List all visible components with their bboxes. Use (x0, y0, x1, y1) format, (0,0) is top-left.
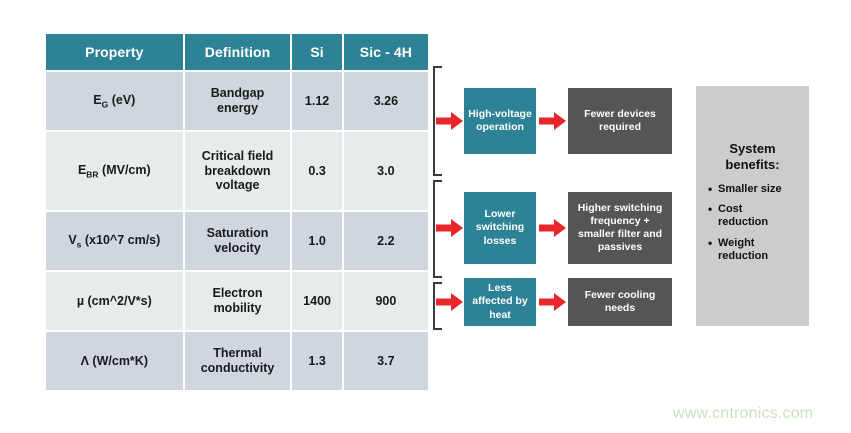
cell-si-value: 1.3 (292, 332, 342, 390)
cell-si-value: 1.0 (292, 212, 342, 270)
system-benefits-panel: System benefits: Smaller sizeCost reduct… (696, 86, 809, 326)
flow-box-label: Higher switching frequency + smaller fil… (577, 201, 663, 254)
right-arrow-icon (539, 218, 566, 238)
group-bracket-switching (433, 180, 442, 278)
flow-box-high-voltage-operation: High-voltage operation (464, 88, 536, 154)
benefit-list-item: Weight reduction (708, 236, 782, 264)
cell-definition: Saturation velocity (184, 212, 291, 270)
benefit-list-item: Cost reduction (708, 202, 782, 230)
watermark-text: www.cntronics.com (673, 405, 814, 422)
flow-box-higher-switching-frequency: Higher switching frequency + smaller fil… (568, 192, 672, 264)
group-bracket-thermal (433, 282, 442, 330)
flow-box-label: Fewer cooling needs (584, 288, 656, 314)
cell-si-value: 0.3 (292, 132, 342, 210)
right-arrow-icon (436, 111, 463, 131)
cell-sic-value: 3.7 (343, 332, 428, 390)
right-arrow-icon (539, 111, 566, 131)
cell-property: Λ (W/cm*K) (46, 332, 183, 390)
cell-definition: Electron mobility (184, 272, 291, 330)
cell-definition: Critical field breakdown voltage (184, 132, 291, 210)
flow-box-label: Less affected by heat (472, 282, 528, 321)
column-header-property: Property (46, 34, 183, 70)
cell-property: Vs (x10^7 cm/s) (46, 212, 183, 270)
table-header-row: Property Definition Si Sic - 4H (46, 34, 428, 70)
flow-box-lower-switching-losses: Lower switching losses (464, 192, 536, 264)
cell-property: EG (eV) (46, 72, 183, 130)
cell-definition: Bandgap energy (184, 72, 291, 130)
flow-box-label: Fewer devices required (584, 107, 656, 133)
cell-sic-value: 900 (343, 272, 428, 330)
column-header-si: Si (292, 34, 342, 70)
system-benefits-title: System benefits: (725, 141, 780, 172)
cell-definition: Thermal conductivity (184, 332, 291, 390)
flow-box-label: High-voltage operation (468, 107, 532, 133)
cell-sic-value: 3.0 (343, 132, 428, 210)
table-row: EBR (MV/cm)Critical field breakdown volt… (46, 132, 428, 210)
right-arrow-icon (436, 218, 463, 238)
flow-box-fewer-cooling-needs: Fewer cooling needs (568, 278, 672, 326)
column-header-sic-4h: Sic - 4H (343, 34, 428, 70)
benefit-list-item: Smaller size (708, 182, 782, 197)
cell-si-value: 1400 (292, 272, 342, 330)
property-comparison-table: Property Definition Si Sic - 4H EG (eV)B… (44, 32, 430, 392)
flow-box-fewer-devices-required: Fewer devices required (568, 88, 672, 154)
cell-sic-value: 2.2 (343, 212, 428, 270)
cell-si-value: 1.12 (292, 72, 342, 130)
cell-sic-value: 3.26 (343, 72, 428, 130)
cell-property: EBR (MV/cm) (46, 132, 183, 210)
cell-property: µ (cm^2/V*s) (46, 272, 183, 330)
group-bracket-high-voltage (433, 66, 442, 176)
flow-box-less-affected-by-heat: Less affected by heat (464, 278, 536, 326)
right-arrow-icon (436, 292, 463, 312)
column-header-definition: Definition (184, 34, 291, 70)
flow-box-label: Lower switching losses (475, 208, 525, 247)
right-arrow-icon (539, 292, 566, 312)
system-benefits-list: Smaller sizeCost reductionWeight reducti… (704, 182, 782, 271)
